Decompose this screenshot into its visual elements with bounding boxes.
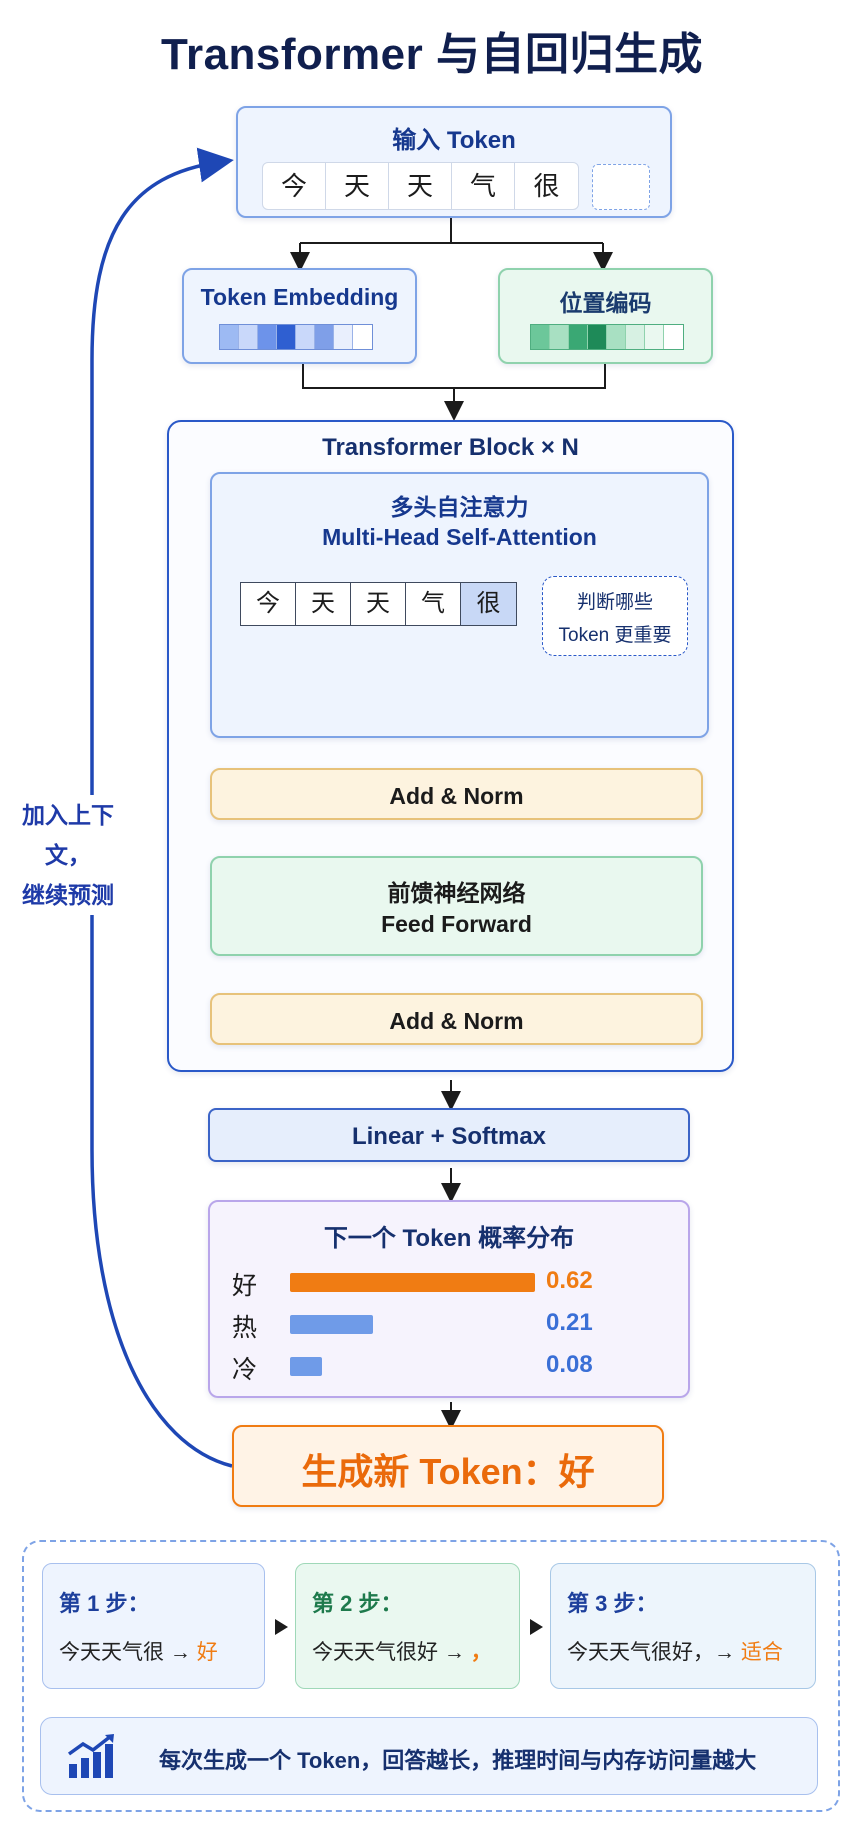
input-token: 天 xyxy=(326,163,389,209)
ffn-title-zh: 前馈神经网络 xyxy=(387,880,526,906)
distribution-value: 0.62 xyxy=(546,1267,593,1294)
distribution-value: 0.21 xyxy=(546,1309,593,1336)
callout-line-2: Token 更重要 xyxy=(558,625,672,646)
distribution-row: 好 0.62 xyxy=(210,1264,688,1300)
step-2-context: 今天天气很好 → xyxy=(312,1641,465,1664)
loop-label-line-1: 加入上下文， xyxy=(22,802,114,868)
callout-line-1: 判断哪些 xyxy=(576,592,653,613)
input-token: 天 xyxy=(389,163,452,209)
add-norm-2-label: Add & Norm xyxy=(389,1008,524,1034)
step-2-new-token: ， xyxy=(470,1641,492,1664)
feed-forward-box: 前馈神经网络 Feed Forward xyxy=(210,856,703,956)
token-embedding-label: Token Embedding xyxy=(200,284,399,310)
loop-label-line-2: 继续预测 xyxy=(22,882,114,908)
steps-panel xyxy=(22,1540,840,1812)
distribution-bar xyxy=(290,1315,373,1334)
distribution-rows: 好 0.62 热 0.21 冷 0.08 xyxy=(210,1264,688,1394)
generated-token-label: 生成新 Token：好 xyxy=(301,1451,595,1492)
empty-token-slot xyxy=(592,164,650,210)
token-embedding-box: Token Embedding xyxy=(182,268,417,364)
embedding-vector xyxy=(219,324,373,350)
generated-token-box: 生成新 Token：好 xyxy=(232,1425,664,1507)
page-title: Transformer 与自回归生成 xyxy=(161,30,703,79)
distribution-token: 冷 xyxy=(232,1356,258,1384)
step-1-text: 今天天气很 → 好 xyxy=(59,1636,218,1666)
distribution-row: 冷 0.08 xyxy=(210,1348,688,1384)
attention-title-en: Multi-Head Self-Attention xyxy=(322,524,597,550)
step-2-text: 今天天气很好 → ， xyxy=(312,1636,492,1666)
attention-token: 气 xyxy=(406,583,461,625)
step-1: 第 1 步： 今天天气很 → 好 xyxy=(42,1563,265,1689)
distribution-bar xyxy=(290,1273,535,1292)
step-1-context: 今天天气很 → xyxy=(59,1641,191,1664)
position-encoding-box: 位置编码 xyxy=(498,268,713,364)
step-1-new-token: 好 xyxy=(196,1641,218,1664)
attention-title-zh: 多头自注意力 xyxy=(390,494,529,520)
input-token-label: 输入 Token xyxy=(392,127,516,154)
distribution-title: 下一个 Token 概率分布 xyxy=(323,1225,575,1252)
step-3: 第 3 步： 今天天气很好，→ 适合 xyxy=(550,1563,816,1689)
distribution-token: 热 xyxy=(232,1314,258,1342)
input-token: 今 xyxy=(263,163,326,209)
attention-token: 天 xyxy=(296,583,351,625)
step-2: 第 2 步： 今天天气很好 → ， xyxy=(295,1563,520,1689)
footer-note-text: 每次生成一个 Token，回答越长，推理时间与内存访问量越大 xyxy=(159,1748,757,1773)
input-token-box: 输入 Token 今 天 天 气 很 xyxy=(236,106,672,218)
distribution-token: 好 xyxy=(232,1272,258,1300)
position-encoding-label: 位置编码 xyxy=(559,290,652,316)
distribution-row: 热 0.21 xyxy=(210,1306,688,1342)
attention-query-token: 很 xyxy=(461,583,516,625)
loop-label: 加入上下文， 继续预测 xyxy=(8,795,128,915)
probability-distribution-box: 下一个 Token 概率分布 好 0.62 热 0.21 冷 0.08 xyxy=(208,1200,690,1398)
input-token: 气 xyxy=(452,163,515,209)
step-3-new-token: 适合 xyxy=(740,1641,783,1664)
attention-box: 多头自注意力 Multi-Head Self-Attention 今 天 天 气… xyxy=(210,472,709,738)
step-3-text: 今天天气很好，→ 适合 xyxy=(567,1636,783,1666)
linear-softmax-box: Linear + Softmax xyxy=(208,1108,690,1162)
add-norm-2: Add & Norm xyxy=(210,993,703,1045)
position-vector xyxy=(530,324,684,350)
step-1-title: 第 1 步： xyxy=(59,1591,150,1616)
chart-growth-icon xyxy=(67,1734,114,1778)
step-3-title: 第 3 步： xyxy=(567,1591,658,1616)
distribution-bar xyxy=(290,1357,322,1376)
add-norm-1-label: Add & Norm xyxy=(389,783,524,809)
ffn-title-en: Feed Forward xyxy=(381,911,532,937)
attention-token-sequence: 今 天 天 气 很 xyxy=(240,582,517,626)
step-2-title: 第 2 步： xyxy=(312,1591,403,1616)
input-token: 很 xyxy=(533,171,560,201)
input-token-sequence: 今 天 天 气 很 xyxy=(262,162,579,210)
attention-token: 今 xyxy=(241,583,296,625)
distribution-value: 0.08 xyxy=(546,1351,593,1378)
transformer-block-title: Transformer Block × N xyxy=(322,434,579,461)
attention-callout: 判断哪些 Token 更重要 xyxy=(542,576,688,656)
step-3-context: 今天天气很好，→ xyxy=(567,1641,735,1664)
attention-token: 天 xyxy=(351,583,406,625)
footer-note-box: 每次生成一个 Token，回答越长，推理时间与内存访问量越大 xyxy=(40,1717,818,1795)
add-norm-1: Add & Norm xyxy=(210,768,703,820)
linear-softmax-label: Linear + Softmax xyxy=(351,1123,547,1150)
